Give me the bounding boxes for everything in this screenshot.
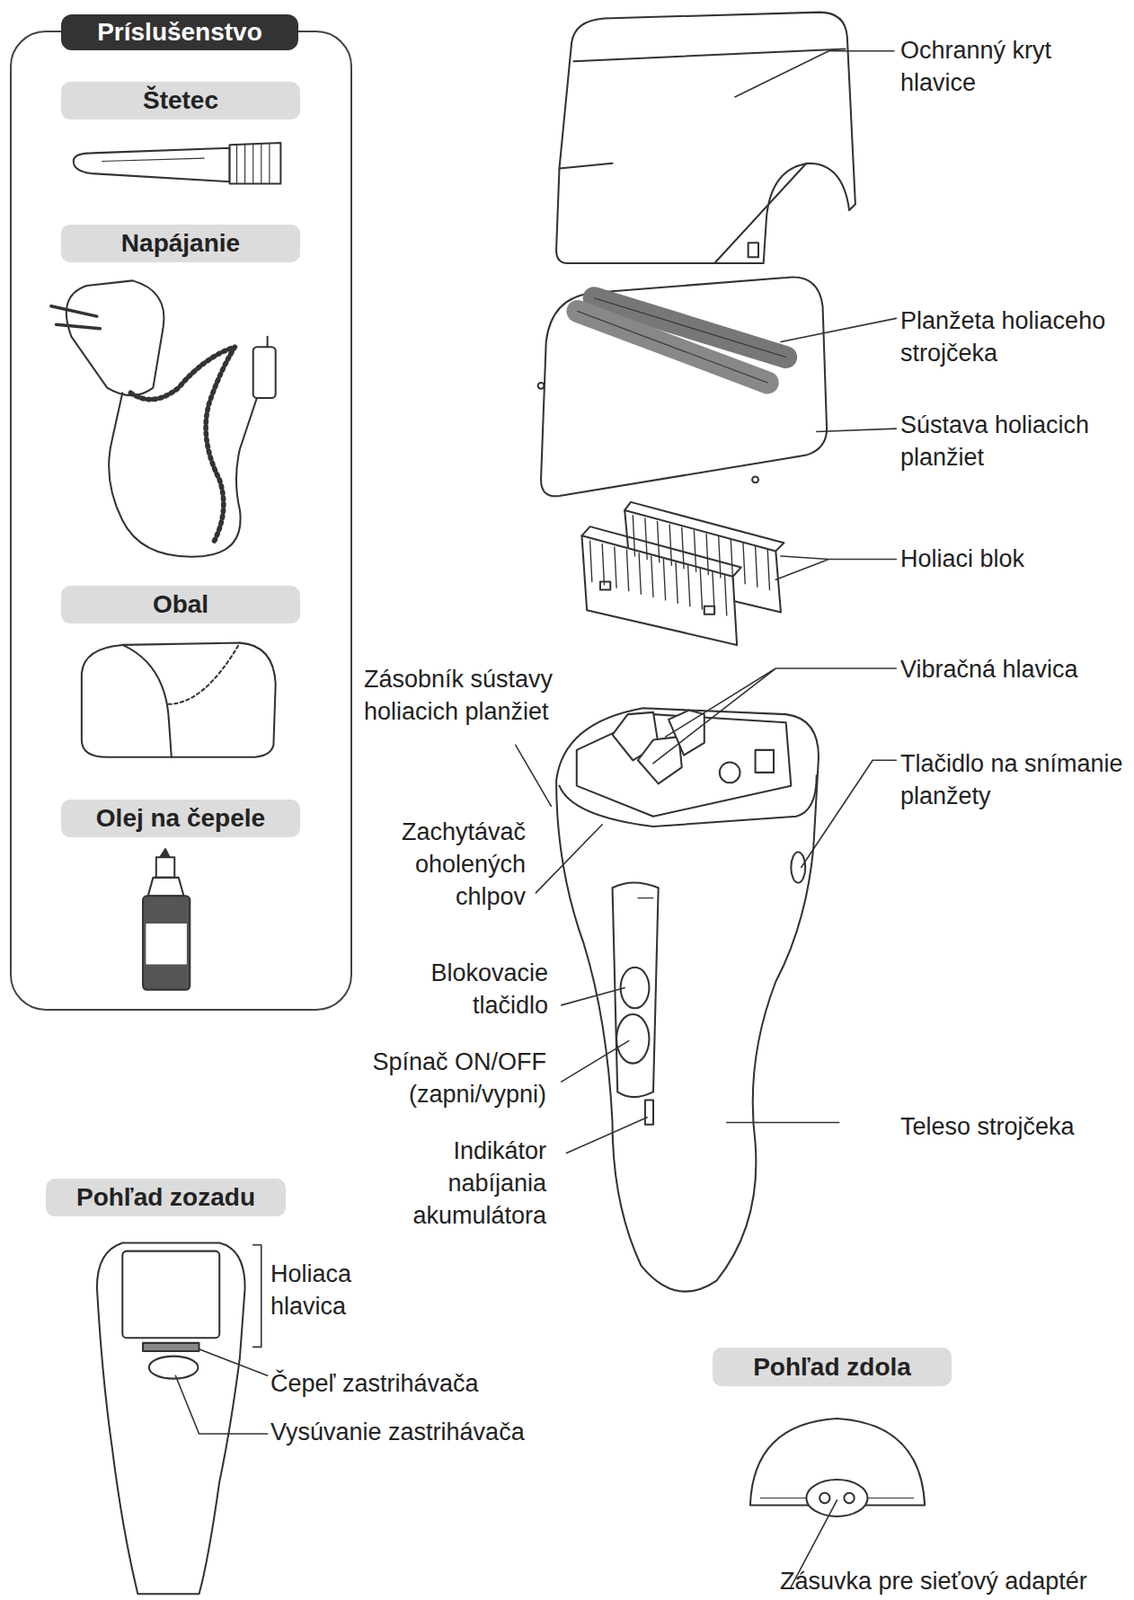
band-label: Štetec [142, 86, 219, 116]
oil-bottle [142, 849, 190, 991]
part-label: Holiaca hlavica [270, 1258, 370, 1323]
shaver-body [556, 708, 819, 1292]
band-label: Pohľad zozadu [76, 1183, 256, 1213]
part-label: Holiaci blok [900, 542, 1117, 576]
band-label: Olej na čepele [96, 804, 266, 833]
cutter-blocks [581, 502, 784, 646]
back-view [97, 1243, 268, 1595]
band-label: Napájanie [121, 229, 240, 258]
part-label: Vysúvanie zastrihávača [270, 1416, 525, 1449]
accessory-band: Štetec [61, 81, 301, 120]
panel-heading: Príslušenstvo [61, 14, 299, 51]
part-label: Blokovacie tlačidlo [404, 956, 549, 1022]
protective-cover [556, 12, 856, 264]
view-band: Pohľad zdola [712, 1347, 952, 1387]
leader-lines [515, 51, 897, 1154]
part-label: Spínač ON/OFF (zapni/vypni) [353, 1045, 547, 1111]
part-label: Zásuvka pre sieťový adaptér [779, 1567, 1088, 1596]
view-band: Pohľad zozadu [45, 1178, 286, 1217]
band-label: Obal [152, 590, 209, 620]
part-label: Tlačidlo na snímanie planžety [900, 747, 1130, 813]
band-label: Pohľad zdola [753, 1353, 912, 1383]
part-label: Zásobník sústavy holiacich planžiet [363, 663, 589, 728]
accessory-panel: PríslušenstvoŠtetecNapájanieObalOlej na … [9, 30, 353, 1011]
power-adapter [51, 280, 276, 557]
accessory-band: Obal [61, 585, 301, 624]
part-label: Teleso strojčeka [900, 1110, 1117, 1143]
foil-frame [538, 276, 827, 497]
part-label: Sústava holiacich planžiet [900, 408, 1117, 474]
part-label: Vibračná hlavica [900, 653, 1126, 686]
part-label: Zachytávač oholených chlpov [381, 815, 526, 913]
carry-case [81, 643, 276, 758]
accessory-band: Olej na čepele [61, 799, 301, 838]
accessory-band: Napájanie [61, 224, 301, 263]
part-label: Ochranný kryt hlavice [900, 34, 1054, 99]
part-label: Čepeľ zastrihávača [270, 1367, 479, 1400]
bottom-view [750, 1418, 925, 1587]
brush [73, 142, 282, 184]
part-label: Planžeta holiaceho strojčeka [900, 304, 1133, 370]
part-label: Indikátor nabíjania akumulátora [393, 1134, 547, 1232]
